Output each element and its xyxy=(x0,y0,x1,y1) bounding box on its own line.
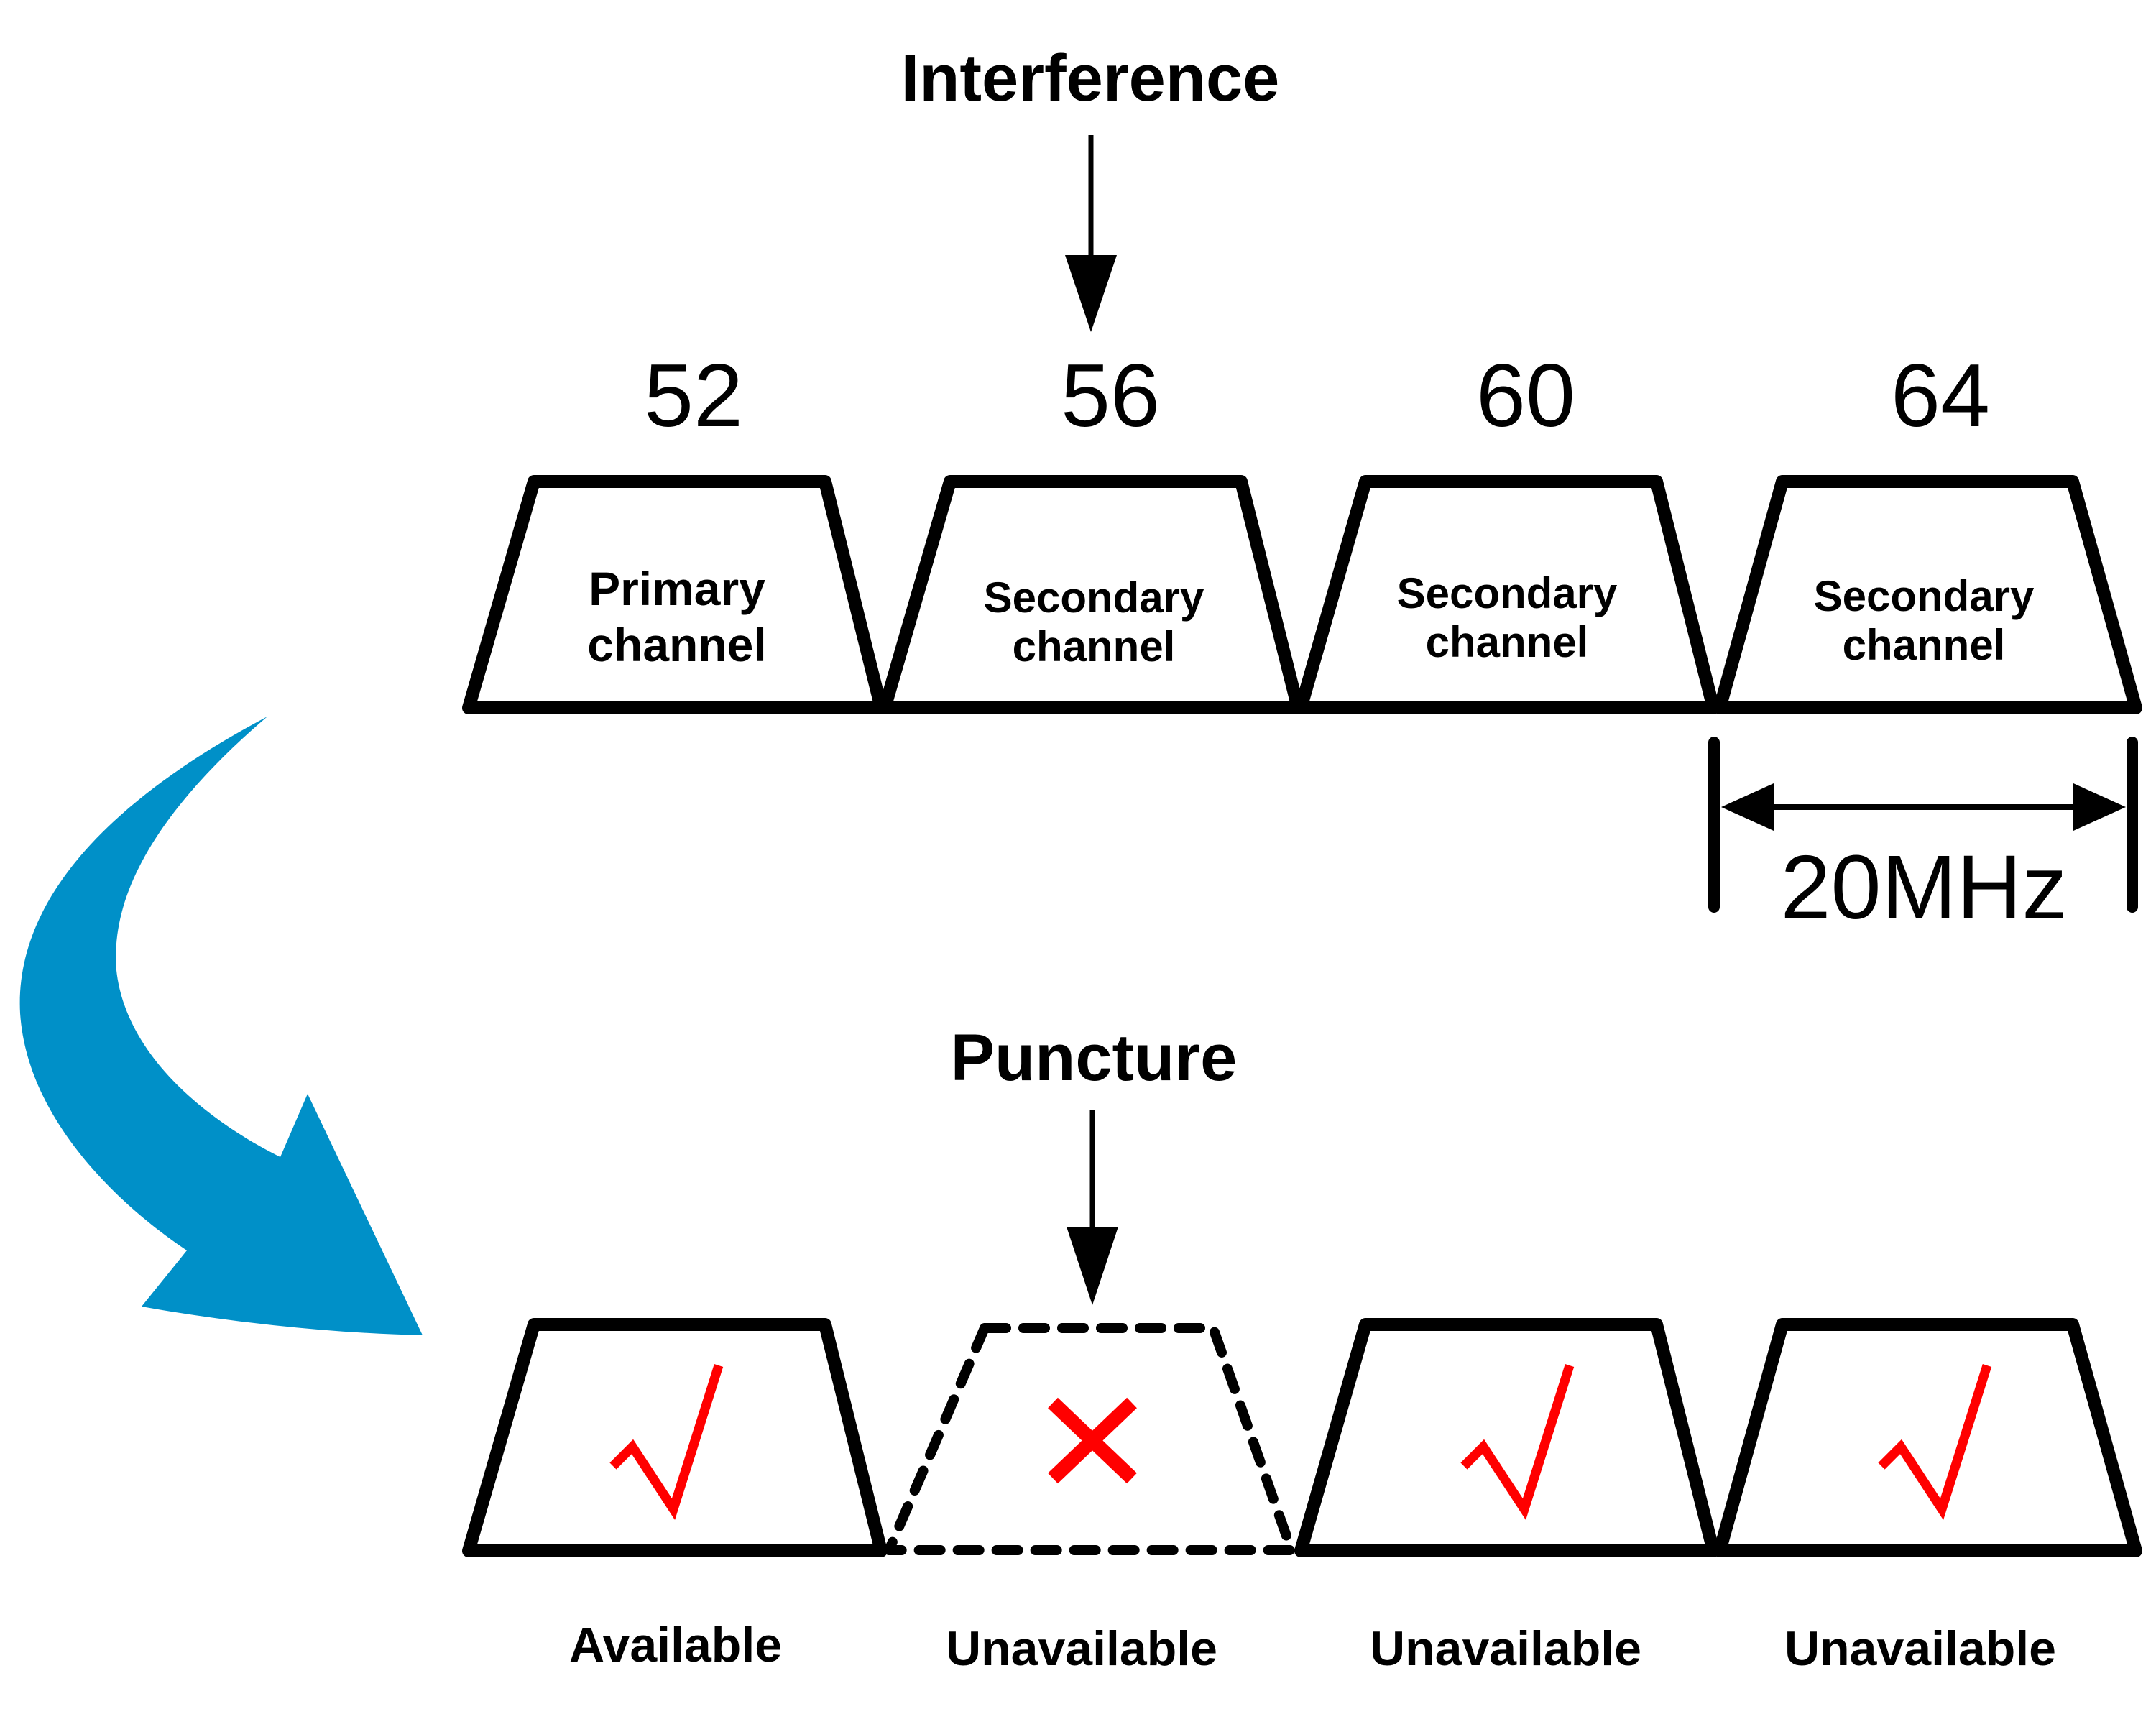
status-label-60: Unavailable xyxy=(1370,1621,1641,1676)
check-icon xyxy=(1460,1364,1575,1521)
cross-icon xyxy=(1048,1397,1137,1484)
channel-64-trapezoid-bottom xyxy=(1713,1318,2142,1557)
status-label-56: Unavailable xyxy=(946,1621,1217,1676)
check-icon xyxy=(609,1364,724,1521)
channel-52-label-line1: Primary xyxy=(589,562,765,615)
channel-64-label-line2: channel xyxy=(1843,621,2006,669)
status-label-52: Available xyxy=(569,1618,782,1672)
channel-56-label-line1: Secondary xyxy=(984,573,1204,622)
puncture-label: Puncture xyxy=(951,1021,1238,1095)
channel-60-trapezoid-bottom xyxy=(1294,1318,1720,1557)
bandwidth-marker xyxy=(1708,737,2138,913)
channel-number-52: 52 xyxy=(644,346,743,446)
channel-60-label-line2: channel xyxy=(1426,618,1589,666)
channel-52-label-line2: channel xyxy=(587,618,766,671)
transition-arrow xyxy=(19,717,423,1335)
channel-56-label-line2: channel xyxy=(1013,622,1176,671)
status-label-64: Unavailable xyxy=(1784,1621,2056,1676)
channel-64-trapezoid xyxy=(1713,475,2142,714)
channel-number-60: 60 xyxy=(1476,346,1575,446)
channel-60-label-line1: Secondary xyxy=(1397,569,1618,617)
check-icon xyxy=(1878,1364,1992,1521)
interference-arrow xyxy=(1065,135,1117,332)
channel-number-56: 56 xyxy=(1061,346,1160,446)
channel-52-available-trapezoid xyxy=(462,1318,888,1557)
puncture-arrow xyxy=(1067,1110,1118,1305)
bandwidth-label: 20MHz xyxy=(1780,837,2067,938)
channel-64-label-line1: Secondary xyxy=(1814,572,2035,620)
interference-label: Interference xyxy=(901,42,1280,115)
channel-number-64: 64 xyxy=(1891,346,1990,446)
